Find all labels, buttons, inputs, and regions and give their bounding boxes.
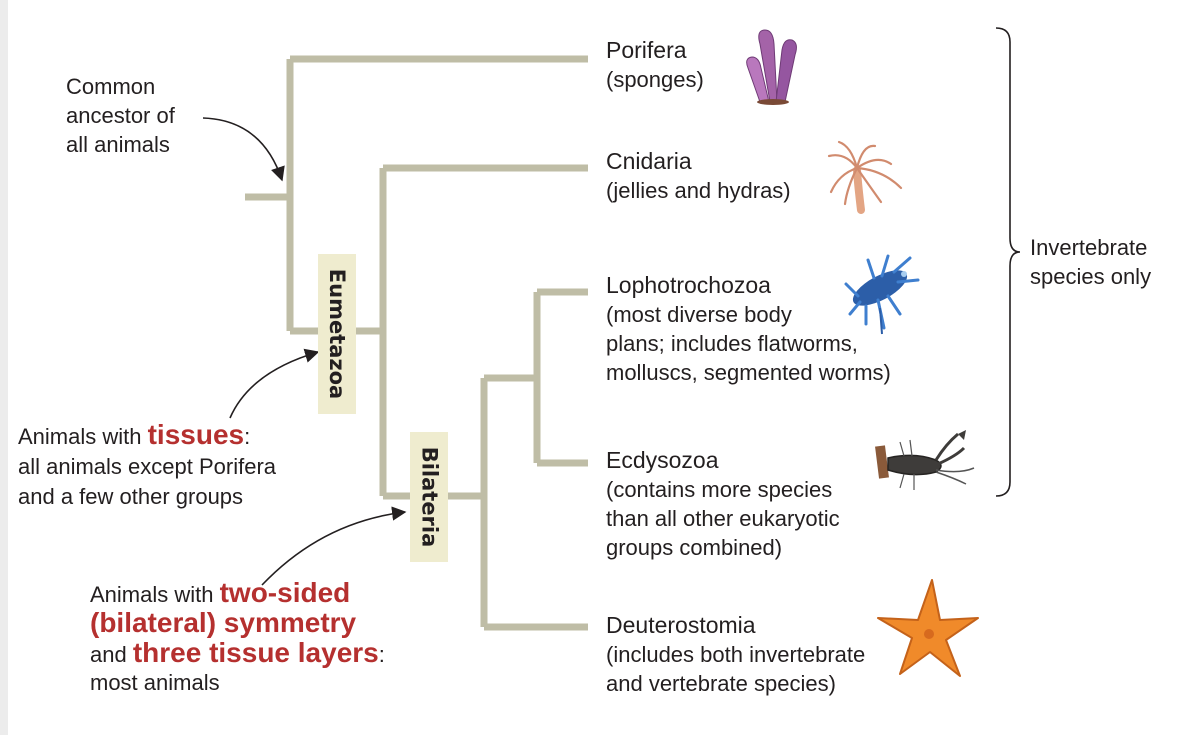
- ancestor-arrow: [202, 117, 285, 182]
- ancestor-label: Common ancestor of all animals: [66, 72, 175, 159]
- bilateral-note-line1: Animals with two-sided: [90, 579, 385, 609]
- tissues-note: Animals with tissues: all animals except…: [18, 420, 276, 512]
- sea-slug-icon: [844, 254, 920, 335]
- taxon-desc-line: groups combined): [606, 535, 783, 560]
- left-edge-strip: [0, 0, 8, 735]
- taxon-name: Deuterostomia: [606, 612, 756, 638]
- taxon-name: Porifera: [606, 37, 687, 63]
- taxon-deuterostomia: Deuterostomia (includes both invertebrat…: [606, 611, 865, 698]
- invertebrate-brace: [995, 27, 1021, 497]
- bilateria-label: Bilateria: [410, 432, 448, 562]
- invertebrate-label: Invertebrate species only: [1030, 233, 1151, 291]
- taxon-lophotrochozoa: Lophotrochozoa (most diverse body plans;…: [606, 271, 891, 387]
- ancestor-label-line: all animals: [66, 132, 170, 157]
- tissues-highlight: tissues: [147, 419, 245, 450]
- invertebrate-label-line: species only: [1030, 264, 1152, 289]
- bilateria-label-text: Bilateria: [417, 446, 441, 548]
- ancestor-label-line: ancestor of: [66, 103, 175, 128]
- bilateral-note-line2: (bilateral) symmetry: [90, 609, 385, 639]
- tissues-arrow: [229, 348, 320, 419]
- bilateral-highlight-1: two-sided: [219, 577, 351, 608]
- ancestor-label-line: Common: [66, 74, 156, 99]
- taxon-desc-line: (contains more species: [606, 477, 833, 502]
- taxon-name: Ecdysozoa: [606, 447, 719, 473]
- eumetazoa-label: Eumetazoa: [318, 254, 356, 414]
- taxon-porifera: Porifera (sponges): [606, 36, 704, 94]
- taxon-name: Lophotrochozoa: [606, 272, 771, 298]
- taxon-desc-line: (jellies and hydras): [606, 178, 791, 203]
- tissues-note-line3: and a few other groups: [18, 484, 244, 509]
- bilateral-note-prefix: Animals with: [90, 582, 220, 607]
- tree-branches: [245, 55, 588, 631]
- taxon-desc-line: (sponges): [606, 67, 704, 92]
- bilateral-note: Animals with two-sided (bilateral) symme…: [90, 579, 385, 697]
- invertebrate-label-line: Invertebrate: [1030, 235, 1148, 260]
- taxon-desc-line: than all other eukaryotic: [606, 506, 840, 531]
- bilateral-note-line3: and three tissue layers:: [90, 639, 385, 669]
- bilateral-highlight-3: three tissue layers: [132, 637, 379, 668]
- bilateral-note-colon: :: [378, 642, 385, 667]
- lobster-icon: [875, 430, 975, 490]
- taxon-desc-line: molluscs, segmented worms): [606, 360, 891, 385]
- bilateral-note-line4: most animals: [90, 670, 220, 695]
- sponge-icon: [746, 29, 797, 105]
- annotation-arrows: [202, 117, 407, 586]
- tissues-note-line2: all animals except Porifera: [18, 454, 277, 479]
- hydra-icon: [827, 140, 903, 214]
- taxon-desc-line: (most diverse body: [606, 302, 792, 327]
- taxon-desc-line: plans; includes flatworms,: [606, 331, 858, 356]
- taxon-desc-line: and vertebrate species): [606, 671, 836, 696]
- bilateral-highlight-2: (bilateral) symmetry: [90, 607, 357, 638]
- tissues-note-suffix: :: [244, 424, 251, 449]
- tissues-note-line1: Animals with tissues:: [18, 420, 276, 452]
- tissues-note-prefix: Animals with: [18, 424, 148, 449]
- starfish-icon: [877, 579, 979, 677]
- eumetazoa-label-text: Eumetazoa: [325, 268, 350, 400]
- taxon-ecdysozoa: Ecdysozoa (contains more species than al…: [606, 446, 840, 562]
- taxon-name: Cnidaria: [606, 148, 692, 174]
- bilateral-arrow: [261, 506, 407, 586]
- bilateral-note-and: and: [90, 642, 133, 667]
- taxon-desc-line: (includes both invertebrate: [606, 642, 866, 667]
- taxon-cnidaria: Cnidaria (jellies and hydras): [606, 147, 791, 205]
